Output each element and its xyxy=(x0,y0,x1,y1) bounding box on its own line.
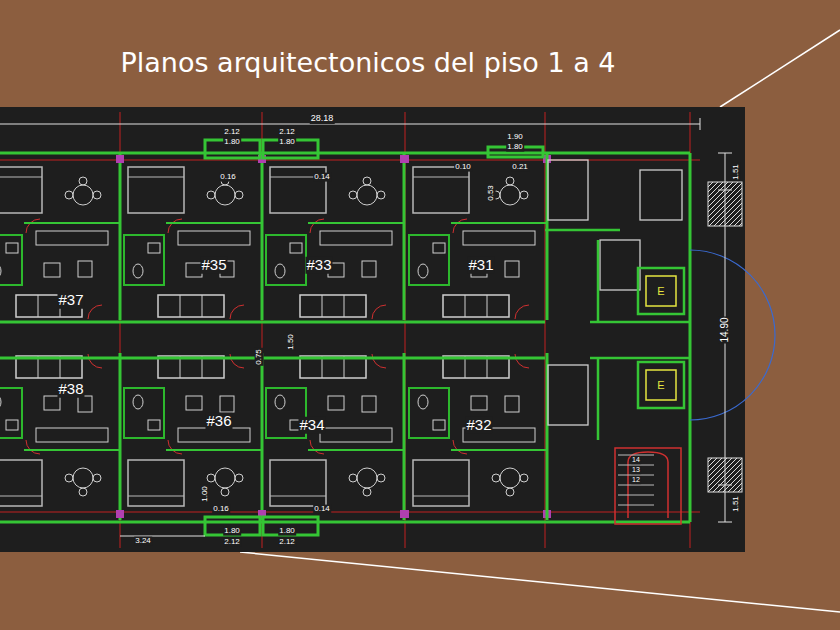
dimension: 1.80 xyxy=(506,143,524,152)
elevator-mark: E xyxy=(656,285,665,297)
stair-step: 13 xyxy=(631,466,641,474)
dimension: 1.00 xyxy=(201,485,210,503)
dimension: 0.75 xyxy=(255,348,264,366)
dimension: 2.12 xyxy=(223,128,241,137)
elevator-mark: E xyxy=(656,379,665,391)
dimension: 0.14 xyxy=(313,505,331,514)
dimension: 0.16 xyxy=(219,173,237,182)
dimension: 1.90 xyxy=(506,133,524,142)
unit-number: #34 xyxy=(298,417,325,434)
stair-step: 14 xyxy=(631,456,641,464)
dimension: 1.51 xyxy=(732,163,741,181)
dimension: 2.12 xyxy=(278,128,296,137)
dimension: 0.53 xyxy=(487,184,496,202)
dimension: 3.24 xyxy=(134,537,152,546)
unit-number: #37 xyxy=(57,292,84,309)
dimension: 2.12 xyxy=(278,538,296,547)
unit-number: #31 xyxy=(467,257,494,274)
unit-number: #36 xyxy=(205,413,232,430)
dimension: 1.80 xyxy=(223,138,241,147)
dimension: 1.80 xyxy=(223,527,241,536)
slide-title: Planos arquitectonicos del piso 1 a 4 xyxy=(120,47,615,78)
stair-step: 12 xyxy=(631,476,641,484)
dimension: 28.18 xyxy=(310,114,335,124)
unit-number: #33 xyxy=(305,257,332,274)
dimension: 14.90 xyxy=(719,316,730,343)
dimension: 0.16 xyxy=(212,505,230,514)
dimension: 0.14 xyxy=(313,173,331,182)
dimension: 1.51 xyxy=(732,495,741,513)
dimension: 0.10 xyxy=(454,163,472,172)
unit-number: #32 xyxy=(465,417,492,434)
dimension: 0.21 xyxy=(511,163,529,172)
dimension: 1.80 xyxy=(278,138,296,147)
dimension: 2.12 xyxy=(223,538,241,547)
dimension: 1.80 xyxy=(278,527,296,536)
unit-number: #38 xyxy=(57,381,84,398)
unit-number: #35 xyxy=(200,257,227,274)
dimension: 1.50 xyxy=(287,333,296,351)
